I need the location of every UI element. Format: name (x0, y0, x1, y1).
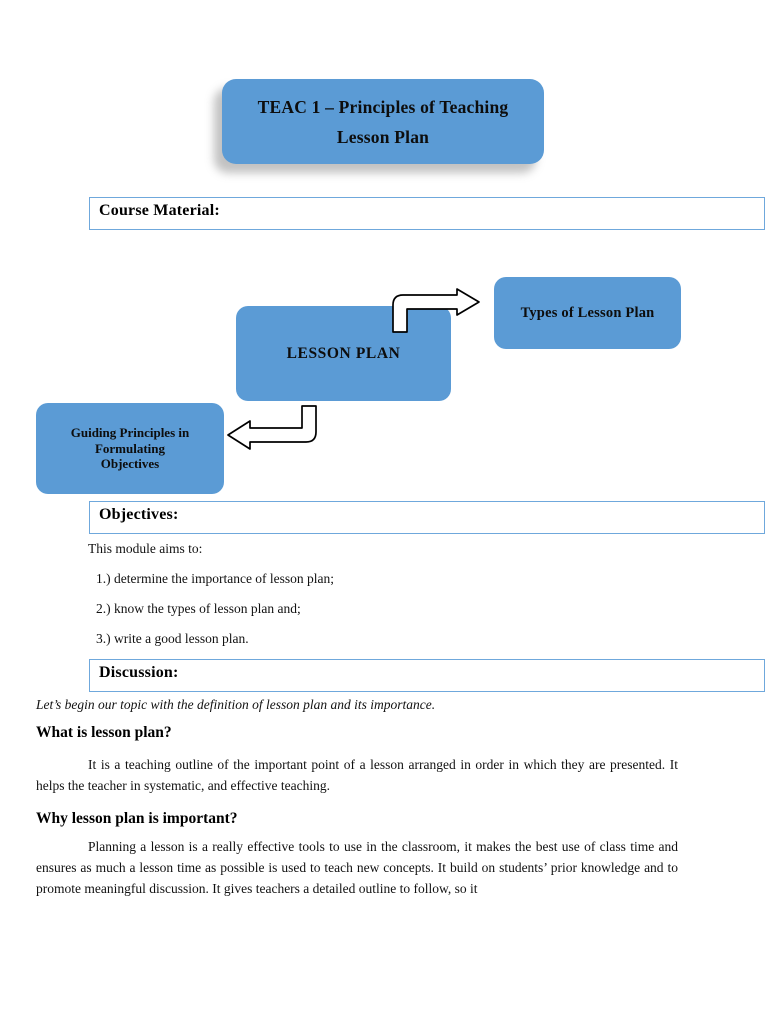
paragraph-what-is-lesson-plan: It is a teaching outline of the importan… (36, 757, 678, 793)
document-title-banner: TEAC 1 – Principles of Teaching Lesson P… (222, 79, 544, 164)
elbow-arrow-down-left-icon (227, 405, 317, 450)
heading-what-is-lesson-plan: What is lesson plan? (36, 724, 172, 741)
objectives-list-item: 2.) know the types of lesson plan and; (96, 601, 301, 616)
elbow-arrow-up-right-icon (392, 288, 480, 333)
diagram-node-lesson-plan: LESSON PLAN (236, 306, 451, 401)
diagram-node-guiding-line-2: Formulating (94, 440, 166, 456)
document-title-line-2: Lesson Plan (336, 126, 430, 147)
objectives-label: Objectives: (99, 506, 179, 523)
heading-why-lesson-plan-is-important: Why lesson plan is important? (36, 810, 238, 827)
course-material-label: Course Material: (99, 202, 220, 219)
objectives-intro-text: This module aims to: (88, 541, 203, 556)
document-title-line-1: TEAC 1 – Principles of Teaching (257, 96, 509, 117)
paragraph-why-lesson-plan-is-important: Planning a lesson is a really effective … (36, 839, 678, 896)
diagram-node-lesson-plan-label: LESSON PLAN (286, 344, 401, 362)
diagram-node-guiding-line-1: Guiding Principles in (70, 425, 190, 441)
diagram-node-guiding-principles: Guiding Principles in Formulating Object… (36, 403, 224, 494)
objectives-list-item: 1.) determine the importance of lesson p… (96, 571, 335, 586)
diagram-node-types-label: Types of Lesson Plan (520, 304, 655, 321)
diagram-node-types-of-lesson-plan: Types of Lesson Plan (494, 277, 681, 349)
course-material-section-box: Course Material: (89, 197, 765, 230)
discussion-lead-in-text: Let’s begin our topic with the definitio… (36, 697, 436, 712)
discussion-label: Discussion: (99, 664, 179, 681)
discussion-section-box: Discussion: (89, 659, 765, 692)
diagram-node-guiding-line-3: Objectives (100, 456, 160, 472)
objectives-section-box: Objectives: (89, 501, 765, 534)
objectives-list-item: 3.) write a good lesson plan. (96, 631, 249, 646)
